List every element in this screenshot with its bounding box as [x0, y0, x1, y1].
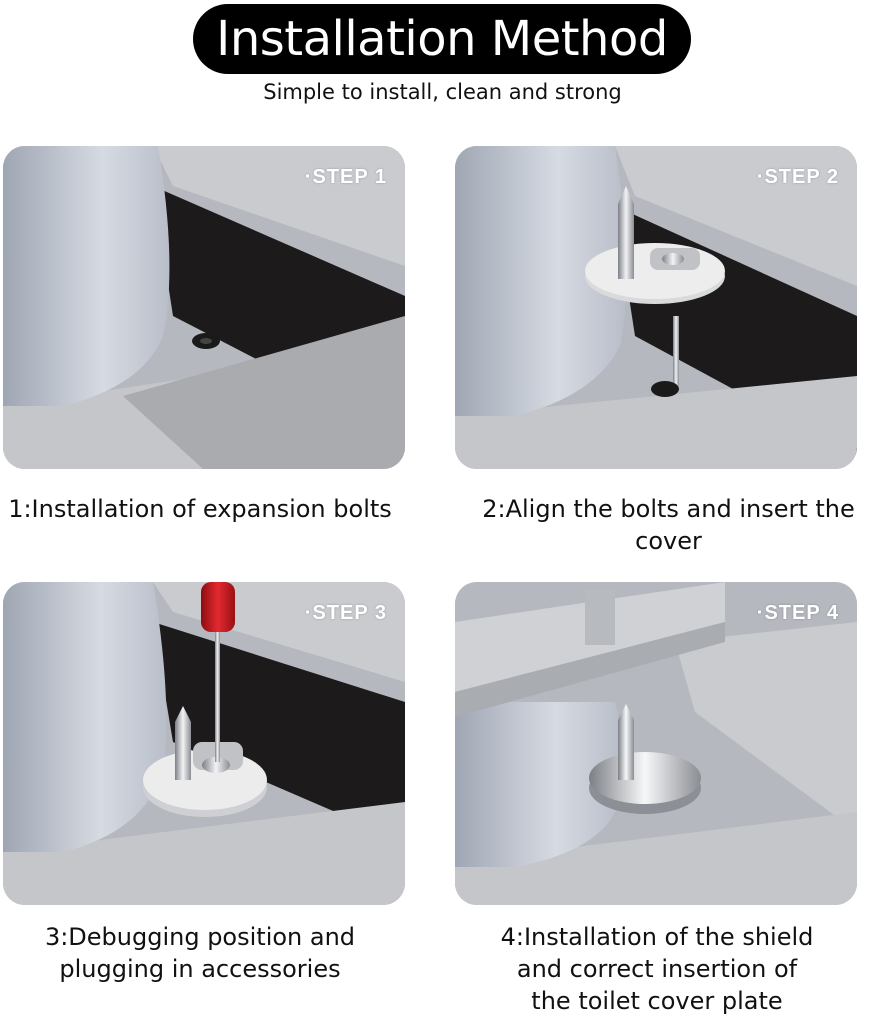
- step-4-image: ·STEP 4: [455, 582, 857, 905]
- step-1-illustration: [3, 146, 405, 469]
- step-2-caption-line: 2:Align the bolts and insert the cover: [482, 495, 855, 555]
- step-4-caption-line: 4:Installation of the shield: [500, 923, 814, 951]
- step-3-caption-line: plugging in accessories: [59, 955, 341, 983]
- step-2-image: ·STEP 2: [455, 146, 857, 469]
- step-2-caption: 2:Align the bolts and insert the cover: [452, 493, 885, 557]
- step-1-label: ·STEP 1: [304, 166, 387, 188]
- step-1-image: ·STEP 1: [3, 146, 405, 469]
- page-subtitle: Simple to install, clean and strong: [263, 80, 622, 104]
- step-3-caption-line: 3:Debugging position and: [44, 923, 356, 951]
- step-3-caption: 3:Debugging position and plugging in acc…: [0, 921, 400, 985]
- step-4-illustration: [455, 582, 857, 905]
- step-1-caption-line: 1:Installation of expansion bolts: [8, 495, 392, 523]
- step-4-caption-line: and correct insertion of: [516, 955, 798, 983]
- step-4-label: ·STEP 4: [756, 602, 839, 624]
- step-3-image: ·STEP 3: [3, 582, 405, 905]
- step-3-label: ·STEP 3: [304, 602, 387, 624]
- step-4-caption: 4:Installation of the shield and correct…: [452, 921, 862, 1017]
- step-1-caption: 1:Installation of expansion bolts: [0, 493, 400, 525]
- page-title: Installation Method: [193, 4, 691, 74]
- step-2-label: ·STEP 2: [756, 166, 839, 188]
- step-2-illustration: [455, 146, 857, 469]
- step-4-caption-line: the toilet cover plate: [531, 987, 783, 1015]
- step-3-illustration: [3, 582, 405, 905]
